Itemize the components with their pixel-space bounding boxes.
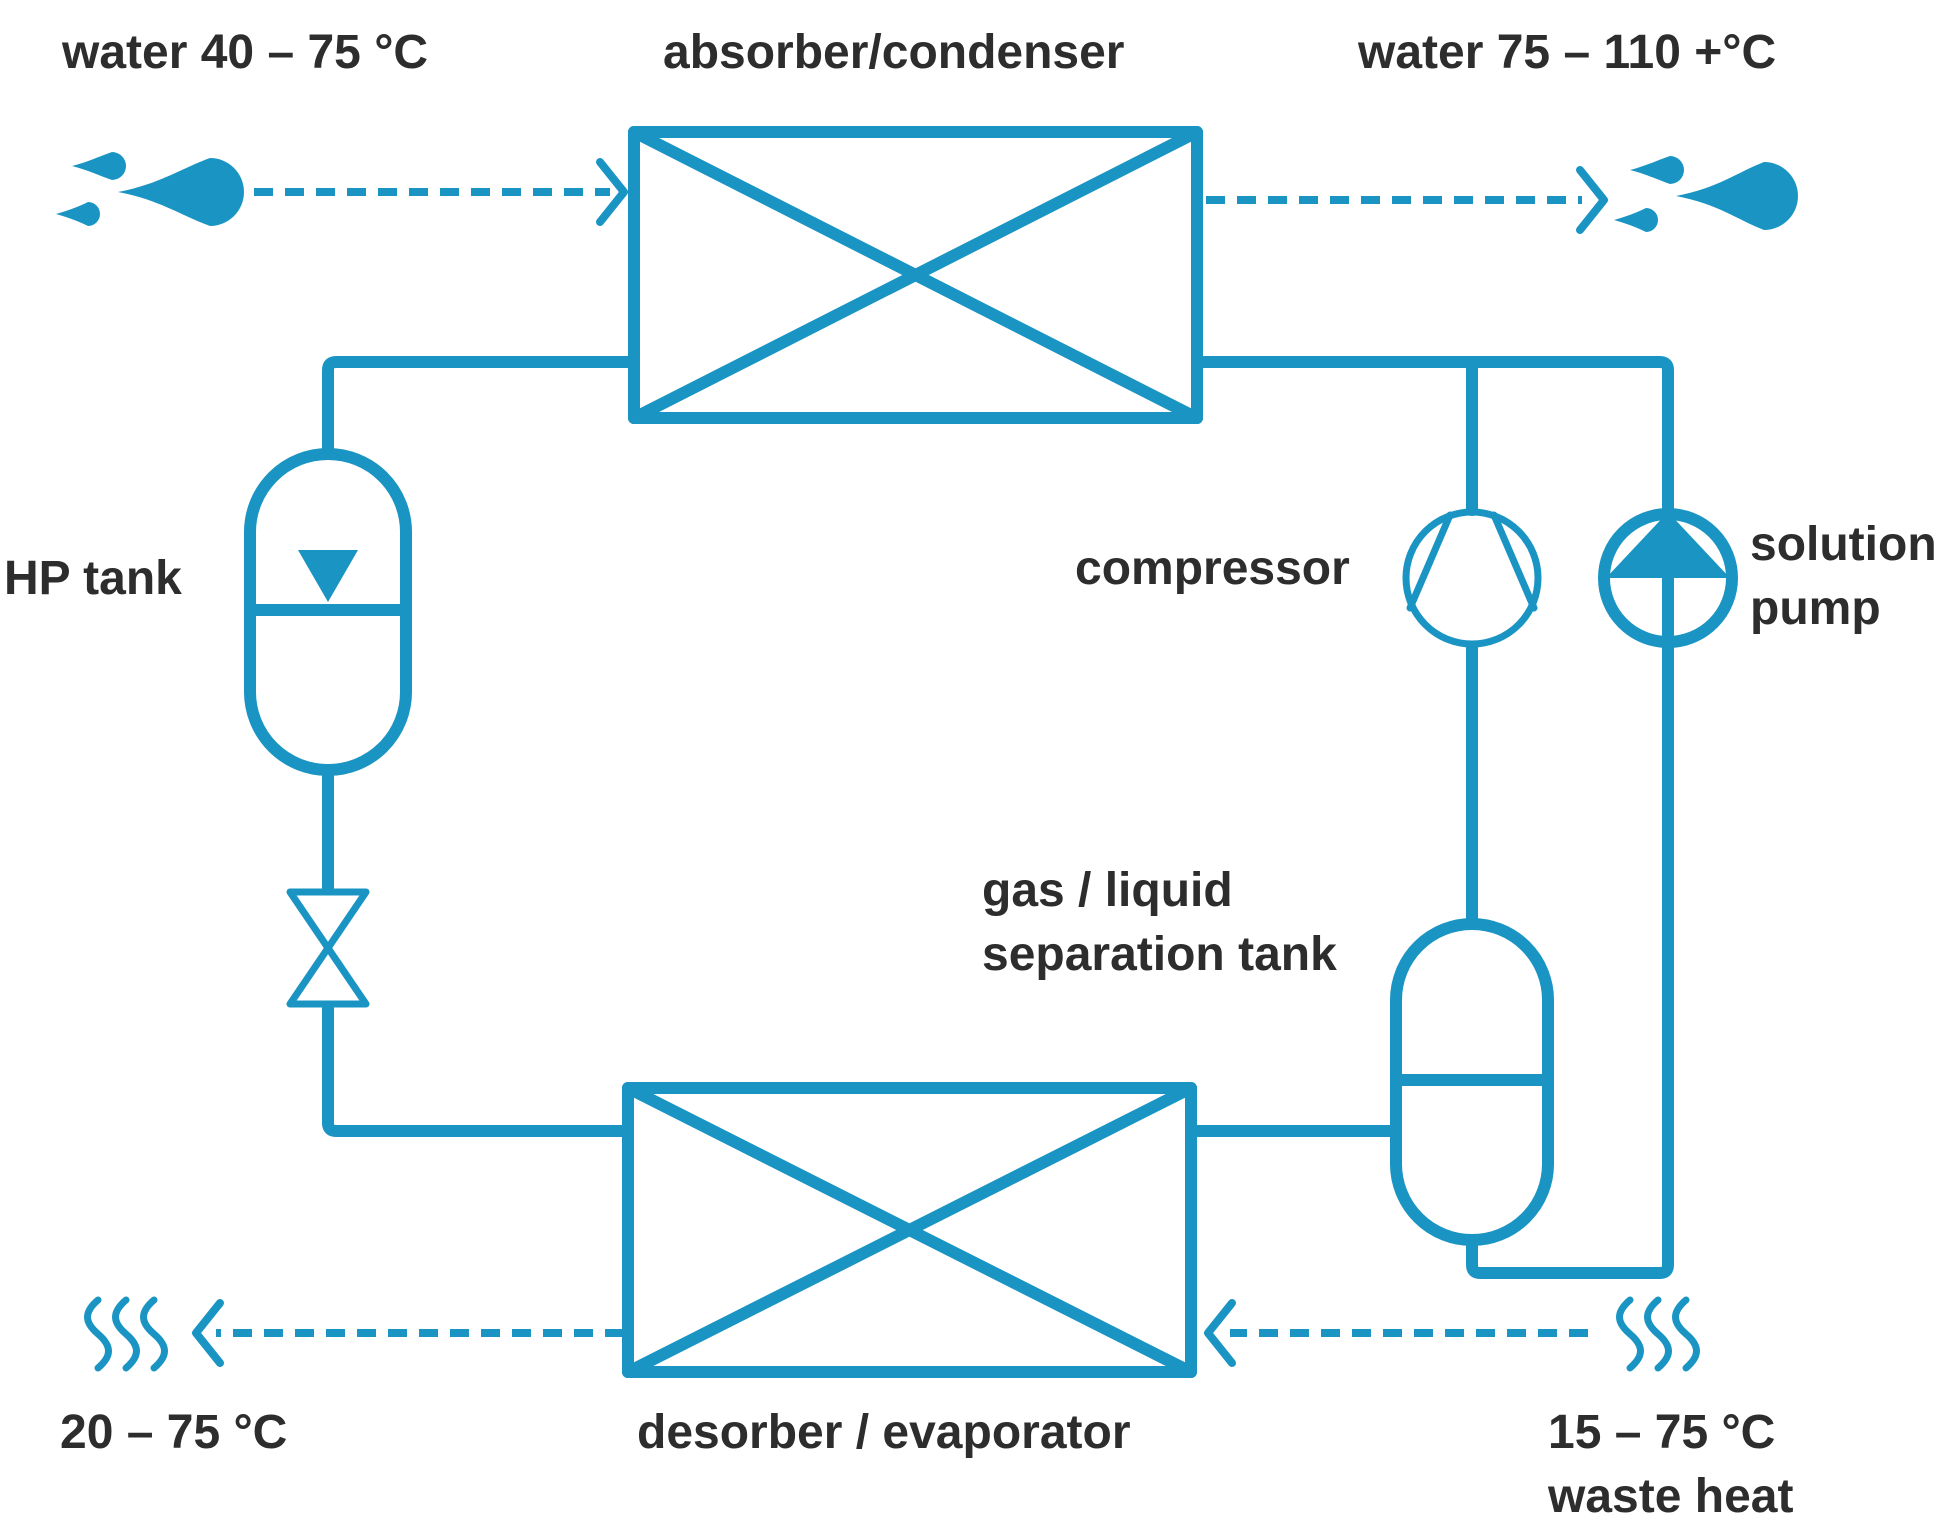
water-drop-icon xyxy=(1614,156,1798,232)
pipe-absorber-to-pump xyxy=(1197,356,1674,1279)
label-desorber-evaporator: desorber / evaporator xyxy=(637,1406,1131,1459)
label-solution-pump-1: solution xyxy=(1750,518,1937,571)
solution-pump-icon xyxy=(1598,508,1738,648)
label-waste-heat-1: 15 – 75 °C xyxy=(1548,1406,1775,1459)
label-compressor: compressor xyxy=(1075,542,1350,595)
water-drop-icon xyxy=(56,152,244,226)
label-heat-out: 20 – 75 °C xyxy=(60,1406,287,1459)
pipe-valve-to-desorber xyxy=(322,1002,628,1137)
water-inlet-flow xyxy=(254,158,628,226)
label-waste-heat-2: waste heat xyxy=(1547,1470,1793,1523)
absorber-condenser-heat-exchanger-icon xyxy=(628,126,1203,424)
heat-outlet-flow xyxy=(192,1299,624,1367)
hp-tank-icon xyxy=(244,448,412,776)
water-outlet-flow xyxy=(1206,166,1608,234)
liquid-level-marker-icon xyxy=(298,550,358,602)
label-separator-2: separation tank xyxy=(982,928,1337,981)
separation-tank-icon xyxy=(1390,918,1554,1246)
desorber-evaporator-heat-exchanger-icon xyxy=(622,1082,1197,1378)
label-absorber-condenser: absorber/condenser xyxy=(663,26,1124,79)
expansion-valve-icon xyxy=(286,888,370,1008)
label-water-out: water 75 – 110 +°C xyxy=(1357,26,1776,79)
pipe-absorber-to-hp-tank xyxy=(322,356,634,454)
label-water-in: water 40 – 75 °C xyxy=(61,26,428,79)
heat-wave-icon xyxy=(1616,1296,1700,1372)
waste-heat-inlet-flow xyxy=(1204,1299,1588,1367)
heat-wave-icon xyxy=(84,1296,168,1372)
label-hp-tank: HP tank xyxy=(4,552,182,605)
label-solution-pump-2: pump xyxy=(1750,582,1881,635)
label-separator-1: gas / liquid xyxy=(982,864,1233,917)
compressor-icon xyxy=(1402,508,1542,648)
